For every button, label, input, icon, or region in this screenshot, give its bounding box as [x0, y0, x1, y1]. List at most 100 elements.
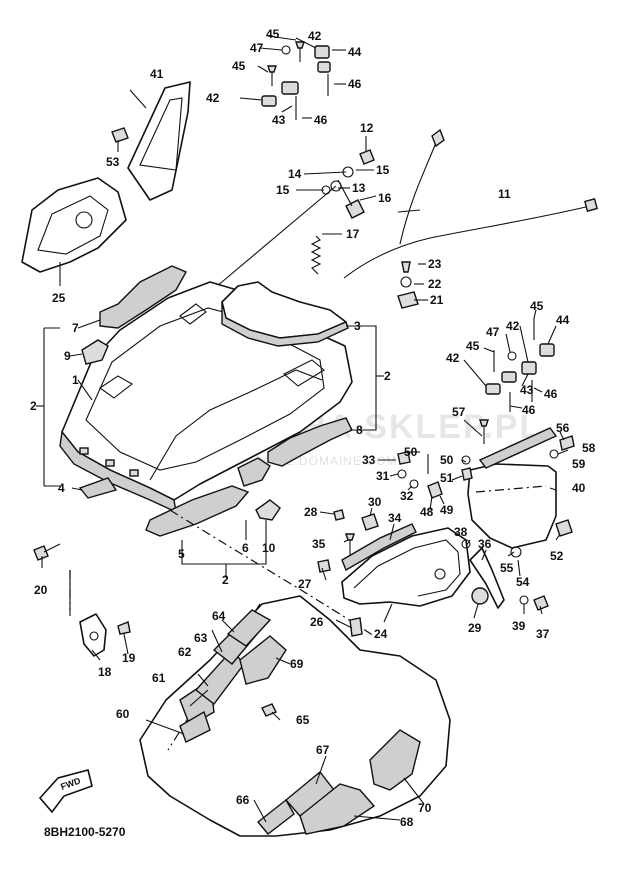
label-26: 26 — [310, 615, 324, 629]
label-13: 13 — [352, 181, 366, 195]
label-65: 65 — [296, 713, 310, 727]
part-40-side-panel — [467, 463, 557, 549]
part-53-grommet — [111, 127, 129, 143]
part-56-strip — [478, 427, 558, 469]
label-33: 33 — [362, 453, 376, 467]
label-15-right: 15 — [376, 163, 390, 177]
label-51: 51 — [440, 471, 454, 485]
label-64: 64 — [212, 609, 226, 623]
label-52: 52 — [550, 549, 564, 563]
label-28: 28 — [304, 505, 318, 519]
label-67: 67 — [316, 743, 330, 757]
part-58-clip — [559, 435, 575, 451]
part-10-block — [255, 499, 281, 521]
link-assembly-12-16 — [209, 149, 375, 293]
label-36: 36 — [478, 537, 492, 551]
fwd-arrow-icon: FWD — [38, 769, 93, 814]
label-47-top: 47 — [250, 41, 264, 55]
part-4-strip — [78, 477, 118, 499]
part-64-panel — [226, 609, 272, 647]
part-7-foam — [99, 265, 187, 329]
label-46-top-b: 46 — [314, 113, 328, 127]
label-47-right: 47 — [486, 325, 500, 339]
part-29-cap — [471, 587, 489, 605]
label-44-right: 44 — [556, 313, 570, 327]
part-36-arm — [469, 547, 505, 609]
diagram-code: 8BH2100-5270 — [44, 825, 126, 839]
label-7: 7 — [72, 321, 79, 335]
label-42-top: 42 — [206, 91, 220, 105]
label-45-right-b: 45 — [466, 339, 480, 353]
label-12: 12 — [360, 121, 374, 135]
part-18-bracket — [79, 613, 107, 657]
label-8: 8 — [356, 423, 363, 437]
label-10: 10 — [262, 541, 276, 555]
part-69-panel — [239, 635, 287, 685]
label-43-right: 43 — [520, 383, 534, 397]
label-49: 49 — [440, 503, 454, 517]
label-23: 23 — [428, 257, 442, 271]
label-62: 62 — [178, 645, 192, 659]
label-17: 17 — [346, 227, 360, 241]
label-4: 4 — [58, 481, 65, 495]
label-31: 31 — [376, 469, 390, 483]
label-42-right-b: 42 — [506, 319, 520, 333]
label-32: 32 — [400, 489, 414, 503]
part-9-block — [81, 339, 109, 365]
label-2-left: 2 — [30, 399, 37, 413]
label-2-bottom: 2 — [222, 573, 229, 587]
label-22: 22 — [428, 277, 442, 291]
label-5: 5 — [178, 547, 185, 561]
label-41: 41 — [150, 67, 164, 81]
label-69: 69 — [290, 657, 304, 671]
part-27-washer — [317, 559, 331, 573]
label-34: 34 — [388, 511, 402, 525]
label-61: 61 — [152, 671, 166, 685]
label-43-top: 43 — [272, 113, 286, 127]
label-63: 63 — [194, 631, 208, 645]
right-bracket-cluster — [485, 318, 555, 412]
label-54: 54 — [516, 575, 530, 589]
upper-bracket-cluster — [261, 41, 331, 120]
label-18: 18 — [98, 665, 112, 679]
label-57: 57 — [452, 405, 466, 419]
part-5-foam — [145, 485, 250, 537]
label-30: 30 — [368, 495, 382, 509]
label-42-right: 42 — [446, 351, 460, 365]
label-19: 19 — [122, 651, 136, 665]
part-41-panel — [127, 81, 191, 201]
label-20: 20 — [34, 583, 48, 597]
label-14: 14 — [288, 167, 302, 181]
label-6: 6 — [242, 541, 249, 555]
part-70-panel — [369, 729, 421, 791]
label-55: 55 — [500, 561, 514, 575]
part-21-clip — [397, 291, 419, 309]
part-6-foam — [237, 457, 271, 487]
label-45-top: 45 — [266, 27, 280, 41]
label-50-left: 50 — [404, 445, 418, 459]
part-8-foam — [267, 417, 353, 467]
label-9: 9 — [64, 349, 71, 363]
label-59: 59 — [572, 457, 586, 471]
label-2-right: 2 — [384, 369, 391, 383]
part-17-spring — [310, 235, 322, 275]
part-66-panel — [257, 798, 295, 835]
label-37: 37 — [536, 627, 550, 641]
part-number-labels: 7 2 9 1 4 3 2 8 5 6 10 2 20 18 19 25 41 … — [30, 27, 596, 829]
part-30-clip — [361, 513, 379, 531]
label-50-right: 50 — [440, 453, 454, 467]
label-3: 3 — [354, 319, 361, 333]
label-70: 70 — [418, 801, 432, 815]
label-16: 16 — [378, 191, 392, 205]
label-21: 21 — [430, 293, 444, 307]
label-35: 35 — [312, 537, 326, 551]
part-68-panel — [299, 783, 376, 835]
label-39: 39 — [512, 619, 526, 633]
part-24-frame — [341, 527, 471, 607]
label-42-top-b: 42 — [308, 29, 322, 43]
label-40: 40 — [572, 481, 586, 495]
label-56: 56 — [556, 421, 570, 435]
part-20-bolt — [33, 543, 61, 561]
label-45-top-b: 45 — [232, 59, 246, 73]
label-11: 11 — [498, 187, 511, 201]
